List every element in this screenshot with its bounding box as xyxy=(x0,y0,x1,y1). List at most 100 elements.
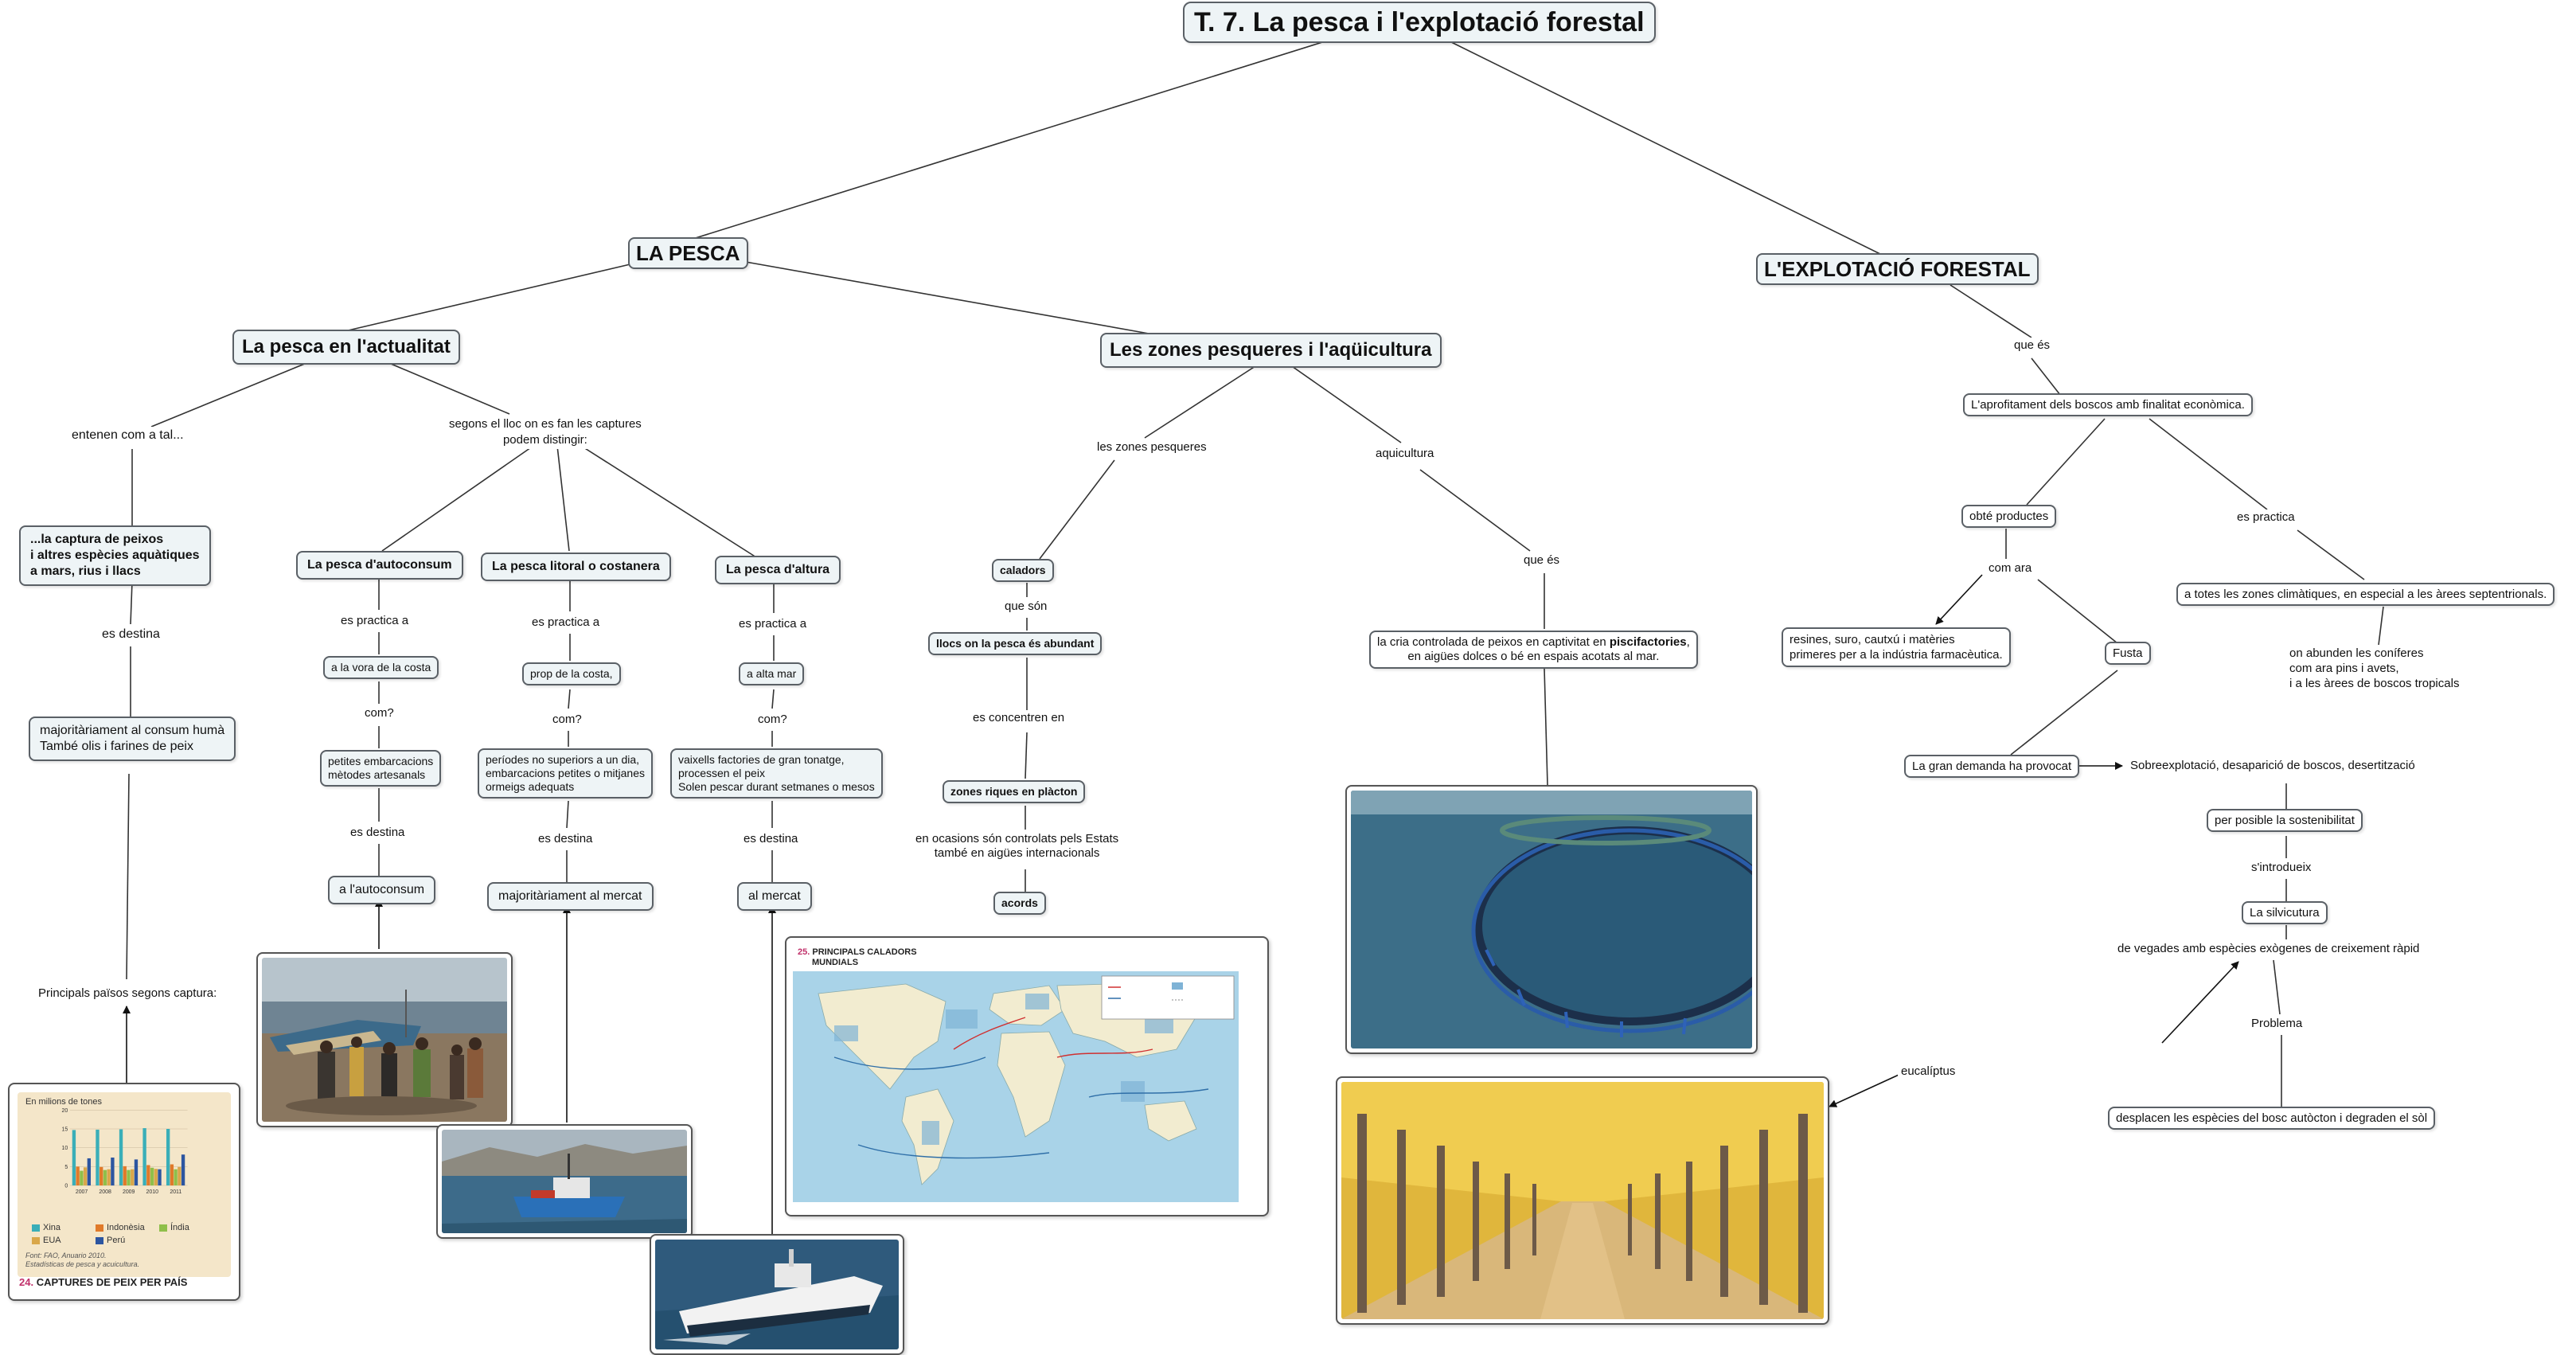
chart-bar-perú xyxy=(134,1159,139,1186)
map-title: 25. PRINCIPALS CALADORS MUNDIALS xyxy=(798,947,917,968)
node-definicio[interactable]: ...la captura de peixos i altres espècie… xyxy=(19,525,211,586)
coniferes-line1: on abunden les coníferes xyxy=(2289,646,2424,660)
node-resines[interactable]: resines, suro, cautxú i matèries primere… xyxy=(1782,627,2011,667)
chart-bar-xina xyxy=(96,1129,100,1186)
legend-item-índia: Índia xyxy=(159,1223,189,1232)
cria-text-piscifactories: piscifactories xyxy=(1609,635,1687,649)
cria-text-a: la cria controlada de peixos en captivit… xyxy=(1377,635,1610,649)
link-label-aquicultura: aquicultura xyxy=(1372,446,1438,462)
chart-bar-índia xyxy=(174,1169,178,1186)
link-label-entenen: entenen com a tal... xyxy=(68,427,187,444)
node-aprofitament[interactable]: L'aprofitament dels boscos amb finalitat… xyxy=(1963,393,2253,416)
node-litoral-com[interactable]: períodes no superiors a un dia, embarcac… xyxy=(478,748,653,799)
chart-bar-índia xyxy=(103,1170,107,1186)
map-number: 25. xyxy=(798,947,810,957)
node-silvicultura[interactable]: La silvicutura xyxy=(2242,901,2328,924)
node-alta-mar[interactable]: a alta mar xyxy=(739,662,805,685)
node-pesca-litoral[interactable]: La pesca litoral o costanera xyxy=(481,553,671,581)
link-label-practica-litoral: es practica a xyxy=(529,615,603,631)
node-dest-autoconsum[interactable]: a l'autoconsum xyxy=(328,876,436,904)
photo-pesca-litoral[interactable] xyxy=(436,1124,693,1239)
ocasions-line1: en ocasions són controlats pels Estats xyxy=(915,832,1119,845)
chart-bar-índia xyxy=(150,1167,154,1186)
main-title[interactable]: T. 7. La pesca i l'explotació forestal xyxy=(1183,2,1656,43)
chart-bar-perú xyxy=(87,1158,92,1186)
chart-x-tick-label: 2008 xyxy=(99,1189,111,1195)
link-label-com-autoconsum: com? xyxy=(361,705,397,721)
node-llocs-abundant[interactable]: llocs on la pesca és abundant xyxy=(928,632,1103,655)
link-label-destina-litoral: es destina xyxy=(535,831,596,847)
chart-bar-xina xyxy=(166,1129,170,1186)
map-title-line2: MUNDIALS xyxy=(812,958,859,967)
link-label-que-son: que són xyxy=(1001,599,1051,615)
definicio-line2: i altres espècies aquàtiques xyxy=(30,549,200,562)
link-label-principals: Principals països segons captura: xyxy=(35,986,221,1002)
node-pesca-actualitat[interactable]: La pesca en l'actualitat xyxy=(232,330,460,365)
photo-arbres-avinguda[interactable] xyxy=(1336,1076,1829,1325)
chart-y-tick-label: 10 xyxy=(62,1146,68,1151)
chart-bar-eua xyxy=(131,1169,135,1186)
definicio-line1: ...la captura de peixos xyxy=(30,533,164,546)
legend-label: Indonèsia xyxy=(107,1223,145,1232)
link-label-practica-altura: es practica a xyxy=(736,616,810,632)
node-fusta[interactable]: Fusta xyxy=(2105,642,2151,665)
photo-pesca-artesanal[interactable] xyxy=(256,952,513,1127)
branch-la-pesca[interactable]: LA PESCA xyxy=(628,237,748,269)
node-vora-costa[interactable]: a la vora de la costa xyxy=(323,656,439,679)
node-prop-costa[interactable]: prop de la costa, xyxy=(522,662,621,685)
chart-bar-xina xyxy=(72,1130,76,1186)
chart-bar-eua xyxy=(107,1169,111,1186)
litoral-com-line3: ormeigs adequats xyxy=(486,780,575,793)
chart-bar-indonèsia xyxy=(76,1166,80,1186)
node-desplacen[interactable]: desplacen les espècies del bosc autòcton… xyxy=(2108,1107,2436,1130)
chart-bar-indonèsia xyxy=(170,1164,174,1186)
node-cria-controlada[interactable]: la cria controlada de peixos en captivit… xyxy=(1369,631,1698,669)
link-label-es-concentren: es concentren en xyxy=(970,710,1068,726)
node-pesca-autoconsum[interactable]: La pesca d'autoconsum xyxy=(296,551,463,580)
link-label-ocasions: en ocasions són controlats pels Estats t… xyxy=(912,831,1122,861)
node-pesca-altura[interactable]: La pesca d'altura xyxy=(715,556,841,584)
link-label-com-altura: com? xyxy=(755,712,790,728)
node-dest-litoral[interactable]: majoritàriament al mercat xyxy=(487,882,654,911)
legend-item-eua: EUA xyxy=(32,1236,61,1245)
map-title-line1: 25. PRINCIPALS CALADORS xyxy=(798,947,917,958)
node-gran-demanda[interactable]: La gran demanda ha provocat xyxy=(1904,755,2080,778)
node-zones-pesqueres[interactable]: Les zones pesqueres i l'aqüicultura xyxy=(1100,333,1442,368)
photo-piscifactoria[interactable] xyxy=(1345,785,1758,1054)
chart-bar-eua xyxy=(178,1166,181,1186)
chart-y-tick-label: 0 xyxy=(64,1184,68,1189)
link-label-vegades: de vegades amb espècies exògenes de crei… xyxy=(2114,941,2423,957)
legend-item-indonèsia: Indonèsia xyxy=(96,1223,145,1232)
node-dest-altura[interactable]: al mercat xyxy=(737,882,812,911)
photo-pesca-artesanal-scene xyxy=(262,958,507,1122)
legend-swatch xyxy=(32,1236,40,1244)
chart-caption-number: 24. xyxy=(19,1276,34,1288)
link-label-eucaliptus: eucalíptus xyxy=(1898,1064,1959,1080)
photo-vaixell-factoria[interactable] xyxy=(650,1234,904,1355)
legend-label: Xina xyxy=(43,1223,61,1232)
chart-bar-índia xyxy=(80,1170,84,1186)
node-acords[interactable]: acords xyxy=(993,892,1046,915)
node-sostenibilitat[interactable]: per posible la sostenibilitat xyxy=(2207,809,2363,832)
node-consum-huma[interactable]: majoritàriament al consum humà També oli… xyxy=(29,717,236,761)
node-zones-placton[interactable]: zones riques en plàcton xyxy=(943,780,1086,803)
node-altura-com[interactable]: vaixells factories de gran tonatge, proc… xyxy=(670,748,883,799)
cria-line1: la cria controlada de peixos en captivit… xyxy=(1377,635,1690,650)
chart-bar-perú xyxy=(158,1169,162,1186)
chart-bar-indonèsia xyxy=(123,1166,127,1186)
chart-caption: 24. CAPTURES DE PEIX PER PAÍS xyxy=(19,1276,187,1288)
link-label-que-es-forestal: que és xyxy=(2011,338,2054,353)
coniferes-line3: i a les àrees de boscos tropicals xyxy=(2289,677,2460,690)
map-figure-caladors[interactable]: 25. PRINCIPALS CALADORS MUNDIALS xyxy=(785,936,1269,1216)
node-autoconsum-com[interactable]: petites embarcacions mètodes artesanals xyxy=(320,750,442,787)
node-obte-productes[interactable]: obté productes xyxy=(1961,505,2057,528)
link-label-com-ara: com ara xyxy=(1985,560,2035,576)
consum-line1: majoritàriament al consum humà xyxy=(40,724,225,737)
consum-line2: També olis i farines de peix xyxy=(40,740,193,753)
node-zones-climatiques[interactable]: a totes les zones climàtiques, en especi… xyxy=(2176,583,2555,606)
branch-explotacio-forestal[interactable]: L'EXPLOTACIÓ FORESTAL xyxy=(1756,253,2039,285)
node-caladors[interactable]: caladors xyxy=(992,559,1054,582)
